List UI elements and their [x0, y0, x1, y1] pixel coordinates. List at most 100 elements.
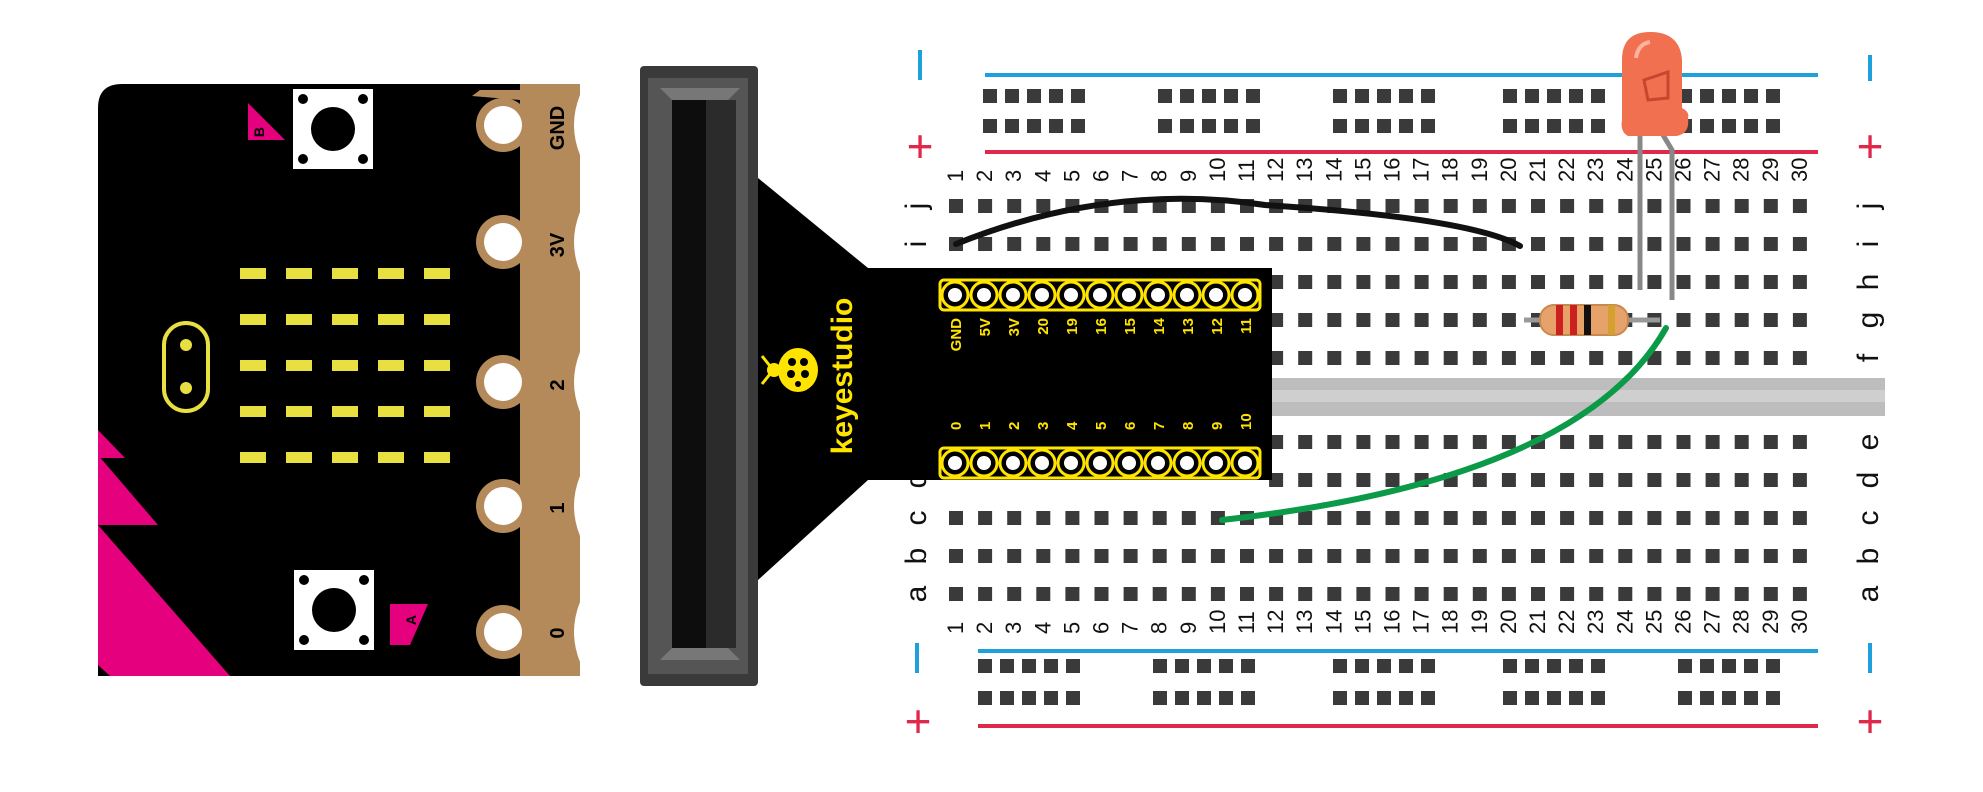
- adapter-pin-top-12[interactable]: 12: [1201, 280, 1231, 335]
- adapter-pin-bottom-7[interactable]: 7: [1143, 422, 1173, 478]
- adapter-pin-top-14[interactable]: 14: [1143, 280, 1173, 335]
- column-number: 1: [943, 170, 968, 182]
- edge-pad-notch: [574, 602, 580, 662]
- row-letter: i: [1852, 241, 1885, 248]
- breadboard-hole: [1443, 313, 1458, 327]
- microbit-corner-accent: [98, 525, 230, 676]
- row-letter: b: [1852, 548, 1885, 565]
- adapter-pin-top-11[interactable]: 11: [1230, 280, 1260, 334]
- breadboard-hole: [1224, 89, 1238, 103]
- edge-pad-notch: [574, 476, 580, 536]
- breadboard-hole: [1734, 313, 1749, 327]
- breadboard-hole: [1414, 275, 1429, 289]
- button-a[interactable]: [294, 570, 374, 650]
- pin-label: 13: [1180, 318, 1197, 335]
- pin-label: 3V: [1006, 318, 1023, 336]
- adapter-pin-bottom-8[interactable]: 8: [1172, 422, 1202, 478]
- pin-label: 16: [1093, 318, 1110, 335]
- matrix-led: [424, 452, 450, 463]
- row-letter: h: [1852, 274, 1885, 291]
- adapter-pin-bottom-1[interactable]: 1: [969, 422, 999, 478]
- breadboard-hole: [1385, 313, 1400, 327]
- adapter-pin-top-3v[interactable]: 3V: [998, 280, 1028, 336]
- breadboard-hole: [949, 199, 963, 213]
- row-letter: b: [900, 548, 933, 565]
- edge-pad-hole: [484, 363, 522, 401]
- breadboard-hole: [1678, 691, 1692, 705]
- button-b[interactable]: [293, 89, 373, 169]
- breadboard-hole: [1443, 549, 1458, 563]
- breadboard-hole: [1421, 89, 1435, 103]
- breadboard-hole: [1356, 351, 1371, 365]
- breadboard-hole: [1421, 119, 1435, 133]
- breadboard-hole: [1036, 511, 1051, 525]
- matrix-led: [332, 360, 358, 371]
- resistor: [1524, 304, 1660, 336]
- rail-plus-symbol: +: [905, 695, 932, 747]
- matrix-led: [332, 406, 358, 417]
- adapter-pin-bottom-2[interactable]: 2: [998, 422, 1028, 478]
- adapter-pin-bottom-3[interactable]: 3: [1027, 422, 1057, 478]
- breadboard-hole: [1531, 199, 1545, 213]
- adapter-pin-bottom-5[interactable]: 5: [1085, 422, 1115, 478]
- pin-label: GND: [948, 318, 965, 352]
- adapter-pin-bottom-4[interactable]: 4: [1056, 421, 1086, 478]
- matrix-led: [240, 452, 266, 463]
- column-number: 27: [1700, 610, 1725, 634]
- matrix-led: [378, 452, 404, 463]
- adapter-pin-top-19[interactable]: 19: [1056, 280, 1086, 335]
- breadboard-hole: [1246, 119, 1260, 133]
- adapter-pin-top-5v[interactable]: 5V: [969, 280, 999, 336]
- breadboard-hole: [1399, 119, 1413, 133]
- adapter-pin-top-16[interactable]: 16: [1085, 280, 1115, 335]
- column-number: 25: [1641, 158, 1666, 182]
- microbit-corner-accent: [98, 455, 158, 525]
- breadboard-hole: [1589, 435, 1604, 449]
- adapter-pin-top-20[interactable]: 20: [1027, 280, 1057, 335]
- column-number: 22: [1554, 610, 1579, 634]
- breadboard-hole: [949, 587, 963, 601]
- adapter-pin-top-13[interactable]: 13: [1172, 280, 1202, 335]
- breadboard-hole: [1414, 199, 1429, 213]
- led-highlight: [1634, 40, 1651, 59]
- breadboard-hole: [1618, 275, 1633, 289]
- breadboard-hole: [1722, 659, 1736, 673]
- breadboard-hole: [1647, 549, 1662, 563]
- column-number: 24: [1612, 158, 1637, 182]
- breadboard-hole: [1618, 199, 1633, 213]
- breadboard-hole: [1618, 473, 1633, 487]
- led-body: [1621, 32, 1689, 136]
- breadboard-hole: [1327, 351, 1342, 365]
- adapter-pin-bottom-0[interactable]: 0: [940, 422, 970, 478]
- adapter-pin-bottom-9[interactable]: 9: [1201, 422, 1231, 478]
- pin-label: 6: [1122, 422, 1139, 430]
- breadboard-hole: [1385, 587, 1400, 601]
- pin-label: 5V: [977, 318, 994, 336]
- breadboard-hole: [1007, 511, 1022, 525]
- breadboard-hole: [1763, 473, 1778, 487]
- rail-plus-symbol: +: [1857, 695, 1884, 747]
- ladybug-logo-icon: [760, 348, 818, 392]
- adapter-pin-bottom-10[interactable]: 10: [1230, 413, 1260, 478]
- breadboard-hole: [1414, 587, 1429, 601]
- adapter-pin-top-15[interactable]: 15: [1114, 280, 1144, 335]
- breadboard-hole: [1152, 511, 1167, 525]
- led-matrix: [240, 268, 450, 463]
- adapter-slot-bevel: [660, 648, 740, 660]
- breadboard-hole: [1618, 237, 1633, 251]
- breadboard-hole: [1531, 351, 1545, 365]
- column-number: 11: [1234, 611, 1259, 634]
- breadboard-hole: [1705, 473, 1720, 487]
- breadboard-hole: [1734, 237, 1749, 251]
- adapter-pin-top-gnd[interactable]: GND: [940, 280, 970, 352]
- breadboard-hole: [1560, 237, 1575, 251]
- column-number: 9: [1176, 170, 1201, 182]
- breadboard-hole: [1049, 89, 1063, 103]
- breadboard-hole: [1560, 587, 1575, 601]
- pin-label: 0: [948, 422, 965, 430]
- adapter-pin-bottom-6[interactable]: 6: [1114, 422, 1144, 478]
- breadboard-hole: [1591, 89, 1605, 103]
- breadboard-hole: [1501, 313, 1516, 327]
- breadboard-hole: [1181, 237, 1196, 251]
